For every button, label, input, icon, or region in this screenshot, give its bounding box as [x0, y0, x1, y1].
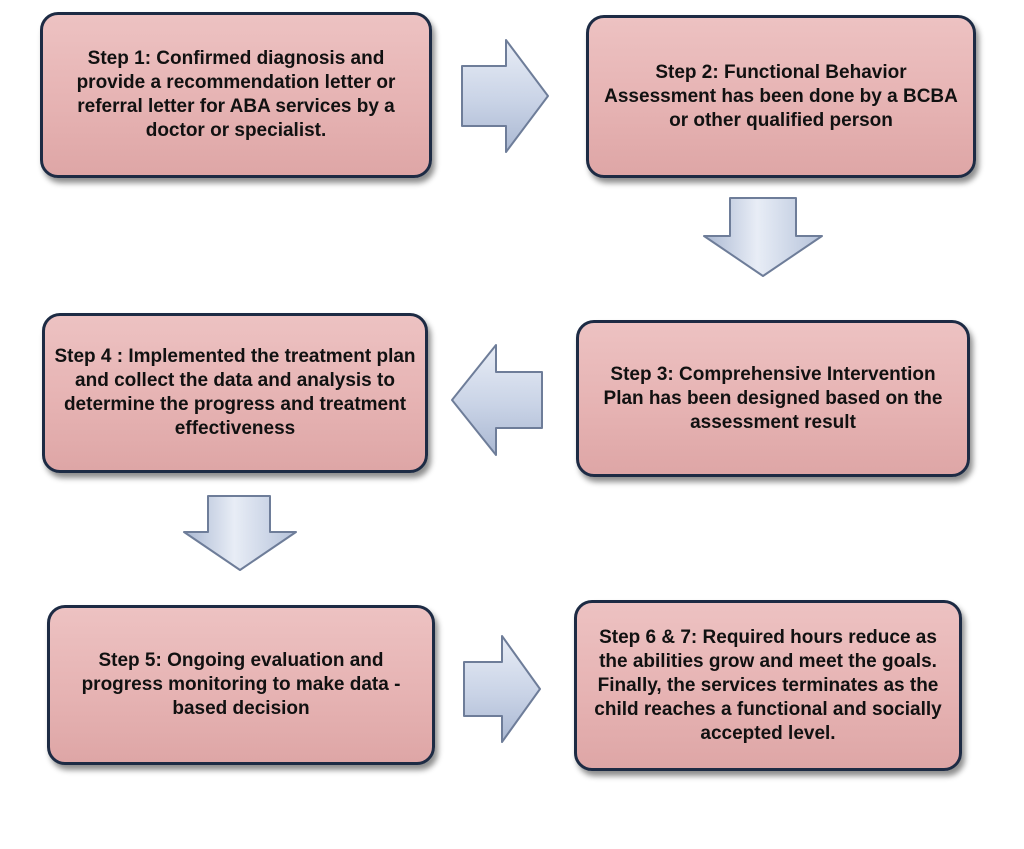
step-3-box: Step 3: Comprehensive Intervention Plan … — [576, 320, 970, 477]
step-2-text: Step 2: Functional Behavior Assessment h… — [604, 61, 958, 131]
step-1-text: Step 1: Confirmed diagnosis and provide … — [76, 48, 396, 141]
step-1-box: Step 1: Confirmed diagnosis and provide … — [40, 12, 432, 178]
down-arrow-icon — [703, 197, 823, 277]
right-arrow-icon — [463, 635, 541, 743]
step-3-text: Step 3: Comprehensive Intervention Plan … — [603, 363, 943, 433]
step-5-box: Step 5: Ongoing evaluation and progress … — [47, 605, 435, 765]
left-arrow-icon — [451, 344, 543, 456]
step-2-box: Step 2: Functional Behavior Assessment h… — [586, 15, 976, 178]
step-6-7-text: Step 6 & 7: Required hours reduce as the… — [594, 626, 942, 744]
right-arrow-icon — [461, 39, 549, 153]
step-6-7-box: Step 6 & 7: Required hours reduce as the… — [574, 600, 962, 771]
step-5-text: Step 5: Ongoing evaluation and progress … — [81, 650, 401, 719]
step-4-text: Step 4 : Implemented the treatment plan … — [54, 346, 416, 439]
down-arrow-icon — [183, 495, 297, 571]
step-4-box: Step 4 : Implemented the treatment plan … — [42, 313, 428, 473]
